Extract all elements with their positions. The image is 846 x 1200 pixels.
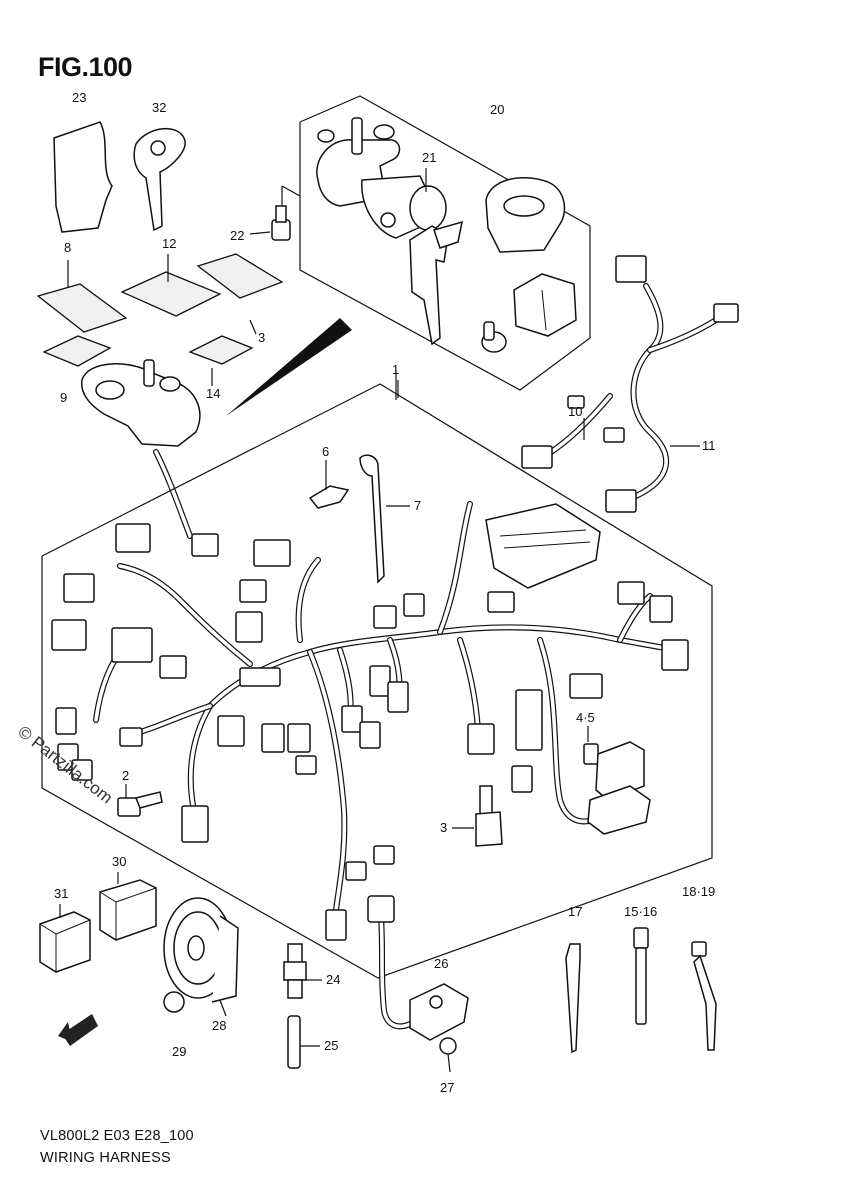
wiring-harness-1	[93, 501, 679, 913]
part-label-23: 23	[72, 90, 86, 105]
sheet-12	[120, 271, 222, 317]
clip-6	[308, 485, 350, 509]
ignition-switch-part	[316, 117, 447, 239]
part-label-1: 1	[392, 362, 399, 377]
sub-harness-10	[521, 393, 625, 469]
sheet-14	[188, 335, 254, 365]
harness-connectors	[51, 523, 689, 941]
part-label-11: 11	[702, 438, 716, 453]
switch-24	[283, 943, 322, 999]
part-label-27: 27	[440, 1080, 454, 1095]
clip-2	[117, 791, 163, 817]
leader-lines	[59, 168, 700, 918]
part-label-18-19: 18·19	[682, 884, 715, 899]
plate-23	[53, 121, 113, 233]
part-number-labels: 23 32 20 21 22 8 12 3 9 14 1 10 11 6 7 2…	[54, 90, 716, 1095]
part-label-15-16: 15·16	[624, 904, 657, 919]
part-label-20: 20	[490, 102, 504, 117]
part-label-2: 2	[122, 768, 129, 783]
connector-cable-26	[367, 895, 413, 1030]
part-label-14: 14	[206, 386, 220, 401]
sensor-25	[287, 1015, 320, 1069]
switch-assembly-9	[80, 359, 201, 447]
front-direction-arrow-icon	[58, 1014, 98, 1046]
part-label-17: 17	[568, 904, 582, 919]
part-label-9: 9	[60, 390, 67, 405]
fuse-box-4-5	[583, 741, 651, 835]
part-label-3-sheet: 3	[258, 330, 265, 345]
part-label-25: 25	[324, 1038, 338, 1053]
cable-tie-18-19	[691, 941, 717, 1051]
part-label-22: 22	[230, 228, 244, 243]
part-label-32: 32	[152, 100, 166, 115]
sheet-3-small	[196, 253, 284, 299]
part-label-12: 12	[162, 236, 176, 251]
part-label-24: 24	[326, 972, 340, 987]
sheet-9-pad	[42, 335, 112, 367]
footer-section-name: WIRING HARNESS	[40, 1150, 171, 1166]
part-label-30: 30	[112, 854, 126, 869]
relay-31	[39, 911, 91, 973]
sheet-8	[36, 283, 128, 333]
part-label-8: 8	[64, 240, 71, 255]
small-bolt-part	[481, 321, 507, 353]
assembly-direction-arrow	[226, 318, 352, 416]
cable-tie-17	[565, 943, 581, 1054]
cable-tie-7	[359, 454, 410, 584]
part-label-21: 21	[422, 150, 436, 165]
part-label-31: 31	[54, 886, 68, 901]
sub-harness-11	[605, 255, 739, 513]
part-label-4-5: 4·5	[576, 710, 595, 725]
lock-cover-part	[485, 176, 566, 253]
cable-tie-15-16	[633, 927, 649, 1025]
horn-28	[163, 897, 239, 1017]
part-label-6: 6	[322, 444, 329, 459]
ignition-key-part	[409, 220, 463, 346]
connector-switch-9	[191, 533, 219, 557]
part-label-29: 29	[172, 1044, 186, 1059]
sensor-3	[452, 785, 503, 847]
part-label-10: 10	[568, 404, 582, 419]
relay-30	[99, 879, 157, 941]
part-label-7: 7	[414, 498, 421, 513]
figure-title: FIG.100	[38, 52, 133, 82]
main-harness-frame	[41, 370, 713, 979]
part-label-3-sensor: 3	[440, 820, 447, 835]
part-label-28: 28	[212, 1018, 226, 1033]
part-label-26: 26	[434, 956, 448, 971]
footer-model-code: VL800L2 E03 E28_100	[40, 1128, 194, 1144]
screw-22	[249, 205, 291, 241]
key-blank-32	[133, 127, 186, 232]
ecu-connector-block	[485, 503, 601, 589]
switch-cap-part	[513, 273, 577, 337]
bracket-26	[409, 983, 469, 1073]
